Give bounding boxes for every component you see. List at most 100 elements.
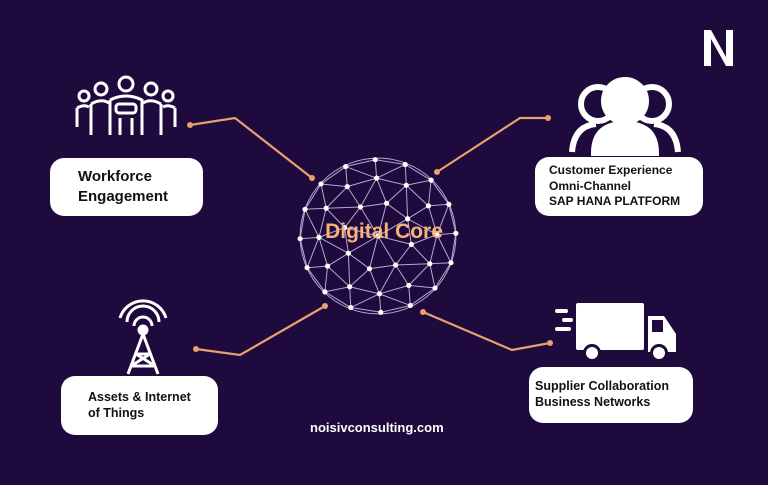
network-node — [304, 265, 310, 271]
network-edge — [377, 203, 388, 237]
network-node — [405, 216, 411, 222]
workforce-card: Workforce Engagement — [50, 158, 203, 216]
network-node — [402, 161, 408, 168]
people-group-icon — [75, 75, 177, 135]
network-edge — [411, 244, 431, 265]
network-node — [344, 183, 350, 190]
network-node — [406, 282, 412, 289]
customer-line2: Omni-Channel — [549, 178, 632, 193]
network-edge — [377, 235, 396, 266]
brand-logo-icon — [704, 30, 733, 66]
network-node — [378, 309, 384, 315]
network-edge — [377, 218, 408, 237]
network-edge — [411, 234, 438, 245]
network-edge — [324, 266, 329, 292]
supplier-card: Supplier Collaboration Business Networks — [529, 367, 693, 423]
network-node — [446, 201, 452, 207]
network-node — [322, 289, 328, 295]
network-edge — [349, 286, 380, 295]
network-edge — [448, 204, 457, 234]
network-node — [318, 181, 324, 187]
network-edge — [359, 177, 378, 208]
network-edge — [386, 184, 407, 204]
network-edge — [304, 183, 322, 210]
network-edge — [326, 206, 361, 209]
network-edge — [410, 287, 436, 306]
customer-card: Customer Experience Omni-Channel SAP HAN… — [535, 157, 703, 216]
network-edge — [306, 237, 320, 268]
network-edge — [369, 268, 380, 295]
network-node — [347, 284, 353, 290]
network-edge — [434, 262, 452, 289]
network-edge — [436, 232, 456, 236]
network-edge — [428, 203, 449, 207]
network-edge — [324, 291, 352, 308]
connector-customer — [436, 116, 548, 173]
network-edge — [360, 206, 379, 237]
network-node — [343, 163, 349, 170]
network-edge — [427, 205, 438, 235]
network-node — [345, 250, 351, 256]
network-node — [375, 233, 381, 239]
network-node — [428, 177, 434, 183]
network-edge — [346, 186, 361, 208]
assets-line2: of Things — [88, 406, 145, 421]
network-edge — [345, 166, 348, 187]
network-node — [425, 203, 432, 209]
network-edge — [374, 159, 378, 179]
network-node — [316, 234, 322, 240]
network-edge — [299, 238, 308, 268]
network-node — [372, 157, 378, 163]
network-edge — [347, 253, 351, 287]
network-edge — [407, 218, 438, 236]
network-node — [392, 262, 399, 268]
network-outline — [299, 157, 457, 315]
network-edge — [345, 166, 377, 179]
network-edge — [377, 235, 412, 245]
network-edge — [430, 179, 450, 205]
network-edge — [349, 268, 370, 288]
network-edge — [348, 235, 379, 254]
network-edge — [375, 159, 406, 165]
users-icon-fill — [596, 82, 654, 152]
network-edge — [360, 202, 387, 208]
footer-url[interactable]: noisivconsulting.com — [310, 420, 444, 435]
network-edge — [344, 227, 379, 237]
network-edge — [349, 286, 352, 308]
network-node — [374, 175, 380, 181]
radio-tower-icon — [118, 299, 168, 375]
network-edge — [320, 183, 327, 209]
network-edge — [368, 235, 379, 269]
network-edge — [404, 164, 432, 181]
workforce-line2: Engagement — [78, 187, 169, 205]
network-node — [348, 304, 354, 311]
network-edge — [307, 265, 328, 269]
network-edge — [404, 164, 407, 186]
network-edge — [347, 177, 377, 188]
network-edge — [429, 262, 452, 265]
network-node — [407, 302, 413, 309]
connector-dots — [187, 115, 553, 352]
network-edge — [327, 252, 349, 267]
network-node — [323, 205, 329, 211]
network-edge — [324, 286, 350, 293]
network-globe-icon — [297, 157, 459, 315]
assets-card: Assets & Internet of Things — [61, 376, 218, 435]
network-edge — [325, 186, 348, 209]
network-edge — [450, 233, 457, 263]
network-node — [432, 285, 438, 291]
assets-line1: Assets & Internet — [88, 390, 191, 404]
network-edge — [300, 236, 320, 240]
network-node — [324, 263, 331, 269]
network-edge — [378, 264, 397, 295]
workforce-line1: Workforce — [78, 168, 152, 185]
network-edge — [320, 166, 346, 185]
network-edge — [429, 263, 436, 289]
network-edge — [429, 234, 438, 264]
network-edge — [344, 206, 361, 228]
connector-supplier — [422, 310, 551, 352]
network-edge — [350, 307, 381, 313]
network-edge — [376, 164, 406, 179]
network-edge — [344, 227, 349, 254]
